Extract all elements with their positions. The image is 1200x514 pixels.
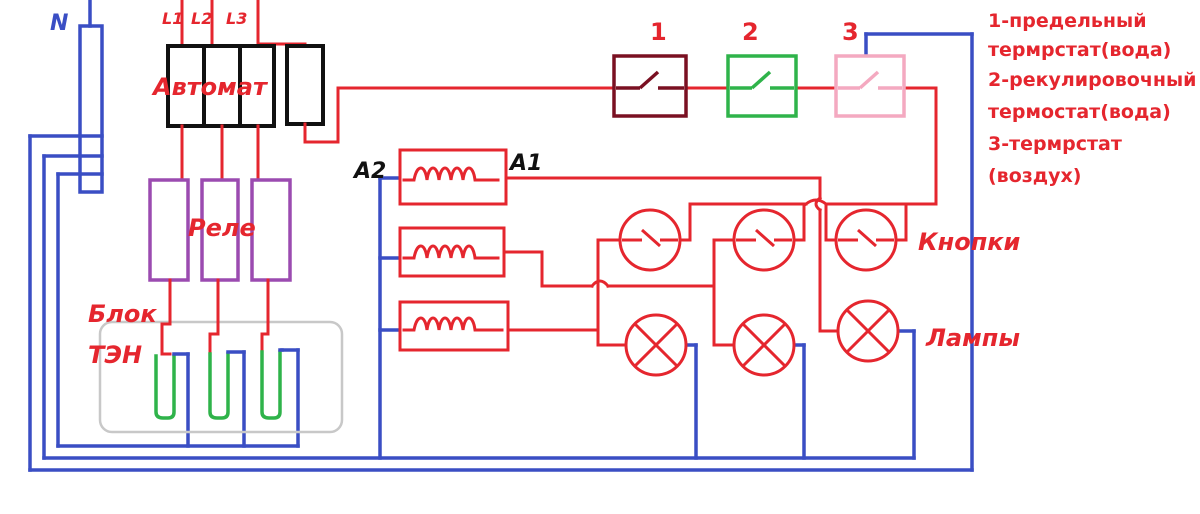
relay-block: Реле bbox=[148, 124, 292, 282]
control-circuit bbox=[303, 86, 938, 242]
thermostat-1-label: 1 bbox=[650, 18, 667, 46]
thermostat-2: 2 bbox=[726, 18, 798, 118]
heater-block-label-line2: ТЭН bbox=[88, 341, 142, 369]
thermostat-3-label: 3 bbox=[842, 18, 859, 46]
thermostat-2-label: 2 bbox=[742, 18, 759, 46]
legend-line-6: (воздух) bbox=[988, 165, 1081, 187]
legend-line-1: 1-предельный bbox=[988, 10, 1147, 32]
neutral-label: N bbox=[50, 11, 68, 36]
legend: 1-предельный термрстат(вода) 2-рекулиров… bbox=[988, 10, 1197, 187]
circuit-breaker: Автомат bbox=[151, 44, 325, 128]
phase-l1-label: L1 bbox=[162, 9, 183, 28]
heater-block: Блок ТЭН bbox=[88, 278, 344, 434]
legend-line-2: термрстат(вода) bbox=[988, 39, 1171, 61]
legend-line-3: 2-рекулировочный bbox=[988, 69, 1197, 91]
relay-coils: A2 A1 bbox=[352, 148, 840, 352]
button-row: Кнопки bbox=[618, 208, 1021, 272]
legend-line-4: термостат(вода) bbox=[988, 101, 1171, 123]
lamps-label: Лампы bbox=[925, 324, 1020, 352]
breaker-label: Автомат bbox=[151, 73, 269, 101]
thermostat-1: 1 bbox=[612, 18, 688, 118]
lamp-row: Лампы bbox=[624, 299, 1020, 377]
neutral-bus bbox=[28, 0, 974, 472]
relay-label: Реле bbox=[188, 214, 256, 242]
phase-l2-label: L2 bbox=[191, 9, 212, 28]
phase-feeds: L1 L2 L3 bbox=[162, 0, 307, 48]
heater-block-label-line1: Блок bbox=[88, 300, 157, 328]
buttons-label: Кнопки bbox=[918, 228, 1021, 256]
coil-a1-label: A1 bbox=[508, 151, 542, 176]
legend-line-5: 3-термрстат bbox=[988, 133, 1122, 155]
phase-l3-label: L3 bbox=[226, 9, 247, 28]
thermostat-3: 3 bbox=[834, 18, 906, 118]
coil-a2-label: A2 bbox=[352, 159, 386, 184]
